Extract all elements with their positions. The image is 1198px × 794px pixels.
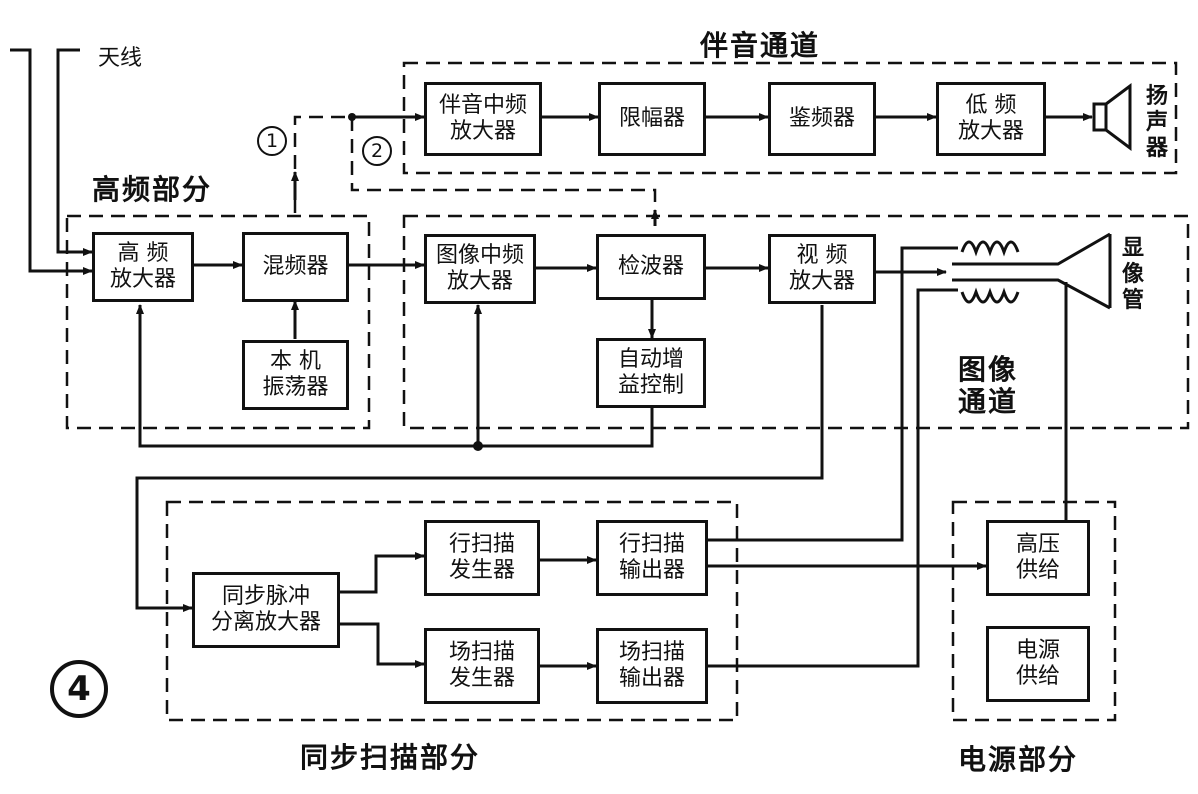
audio-amplifier-block: 低 频 放大器 bbox=[936, 82, 1046, 156]
tube-neck-bottom bbox=[952, 278, 1111, 310]
video-channel-title: 图像 通道 bbox=[958, 353, 1019, 418]
speaker-magnet bbox=[1092, 102, 1108, 132]
h-scan-output-block: 行扫描 输出器 bbox=[596, 520, 708, 596]
sync-scan-title: 同步扫描部分 bbox=[300, 741, 481, 774]
figure-number-badge: 4 bbox=[50, 660, 108, 718]
video-channel-boundary bbox=[402, 214, 1190, 430]
power-section-title: 电源部分 bbox=[958, 743, 1079, 776]
antenna-lead-1 bbox=[10, 48, 93, 275]
antenna-label: 天线 bbox=[98, 46, 143, 71]
rf-section-boundary bbox=[65, 214, 371, 430]
path-2-marker: 2 bbox=[362, 136, 392, 166]
speaker-label: 扬 声 器 bbox=[1146, 84, 1169, 161]
path-1-marker: 1 bbox=[257, 126, 287, 156]
agc-block: 自动增 益控制 bbox=[596, 338, 706, 408]
tube-neck-top bbox=[952, 232, 1111, 266]
h-deflection-coil bbox=[960, 240, 1020, 257]
rf-section-title: 高频部分 bbox=[92, 173, 213, 206]
speaker-cone bbox=[1104, 83, 1132, 151]
local-oscillator-block: 本 机 振荡器 bbox=[242, 340, 349, 410]
rf-amplifier-block: 高 频 放大器 bbox=[92, 232, 194, 302]
discriminator-block: 鉴频器 bbox=[768, 82, 876, 156]
route-1-line bbox=[293, 115, 352, 213]
sound-if-amplifier-block: 伴音中频 放大器 bbox=[424, 82, 542, 156]
h-out-to-yoke bbox=[708, 246, 958, 542]
sync-to-v-osc bbox=[340, 622, 425, 668]
video-to-sync-sep bbox=[135, 305, 824, 612]
v-scan-output-block: 场扫描 输出器 bbox=[596, 628, 708, 704]
limiter-block: 限幅器 bbox=[598, 82, 706, 156]
high-voltage-supply-block: 高压 供给 bbox=[986, 520, 1090, 596]
v-scan-oscillator-block: 场扫描 发生器 bbox=[424, 628, 540, 704]
route-2-line bbox=[350, 117, 657, 226]
junction-dot bbox=[473, 441, 483, 451]
power-supply-block: 电源 供给 bbox=[986, 626, 1090, 702]
v-deflection-coil bbox=[960, 287, 1020, 304]
mixer-block: 混频器 bbox=[242, 232, 349, 302]
junction-dot bbox=[348, 113, 356, 121]
video-amplifier-block: 视 频 放大器 bbox=[768, 234, 876, 304]
sync-separator-block: 同步脉冲 分离放大器 bbox=[192, 572, 340, 648]
detector-block: 检波器 bbox=[596, 234, 706, 300]
sound-channel-title: 伴音通道 bbox=[700, 29, 821, 62]
picture-tube-label: 显 像 管 bbox=[1122, 236, 1145, 313]
v-out-to-yoke bbox=[708, 288, 958, 668]
h-scan-oscillator-block: 行扫描 发生器 bbox=[424, 520, 540, 596]
video-if-amplifier-block: 图像中频 放大器 bbox=[424, 234, 536, 304]
power-section-boundary bbox=[951, 500, 1117, 722]
antenna-lead-2 bbox=[56, 48, 93, 256]
sound-channel-boundary bbox=[402, 61, 1178, 175]
agc-feedback-rf bbox=[136, 304, 654, 448]
sync-to-h-osc bbox=[340, 552, 425, 594]
